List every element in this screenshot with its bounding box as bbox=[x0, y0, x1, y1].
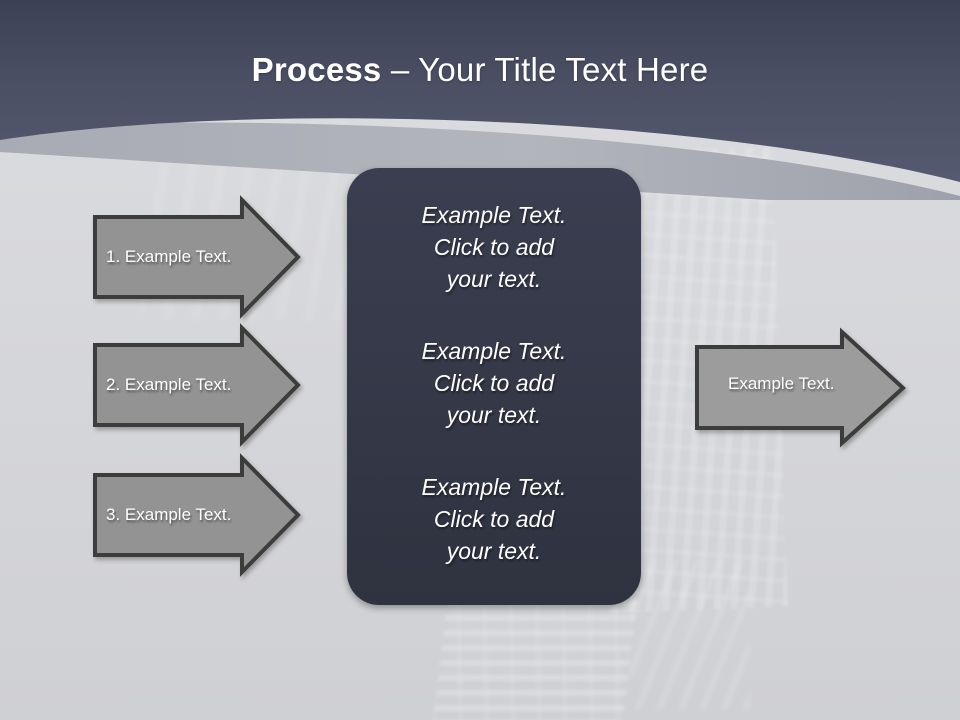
arrow-right-icon bbox=[93, 195, 301, 319]
input-arrow-2[interactable]: 2. Example Text. bbox=[88, 320, 303, 450]
page-title: Process – Your Title Text Here bbox=[0, 48, 960, 92]
page-title-rest: – Your Title Text Here bbox=[381, 51, 709, 88]
output-arrow[interactable]: Example Text. bbox=[690, 325, 910, 450]
input-arrow-1[interactable]: 1. Example Text. bbox=[88, 192, 303, 322]
process-box-text-2: Example Text. Click to add your text. bbox=[421, 337, 567, 428]
arrow-right-icon bbox=[695, 327, 906, 448]
arrow-right-icon bbox=[93, 323, 301, 447]
arrow-right-icon bbox=[93, 453, 301, 577]
header-banner bbox=[0, 0, 960, 200]
process-box-text-3: Example Text. Click to add your text. bbox=[421, 473, 567, 564]
input-arrow-3[interactable]: 3. Example Text. bbox=[88, 450, 303, 580]
page-title-bold: Process bbox=[251, 51, 382, 88]
header-shape bbox=[0, 0, 960, 200]
process-box[interactable]: Example Text. Click to add your text. Ex… bbox=[347, 168, 641, 605]
process-box-text-1: Example Text. Click to add your text. bbox=[421, 201, 567, 292]
